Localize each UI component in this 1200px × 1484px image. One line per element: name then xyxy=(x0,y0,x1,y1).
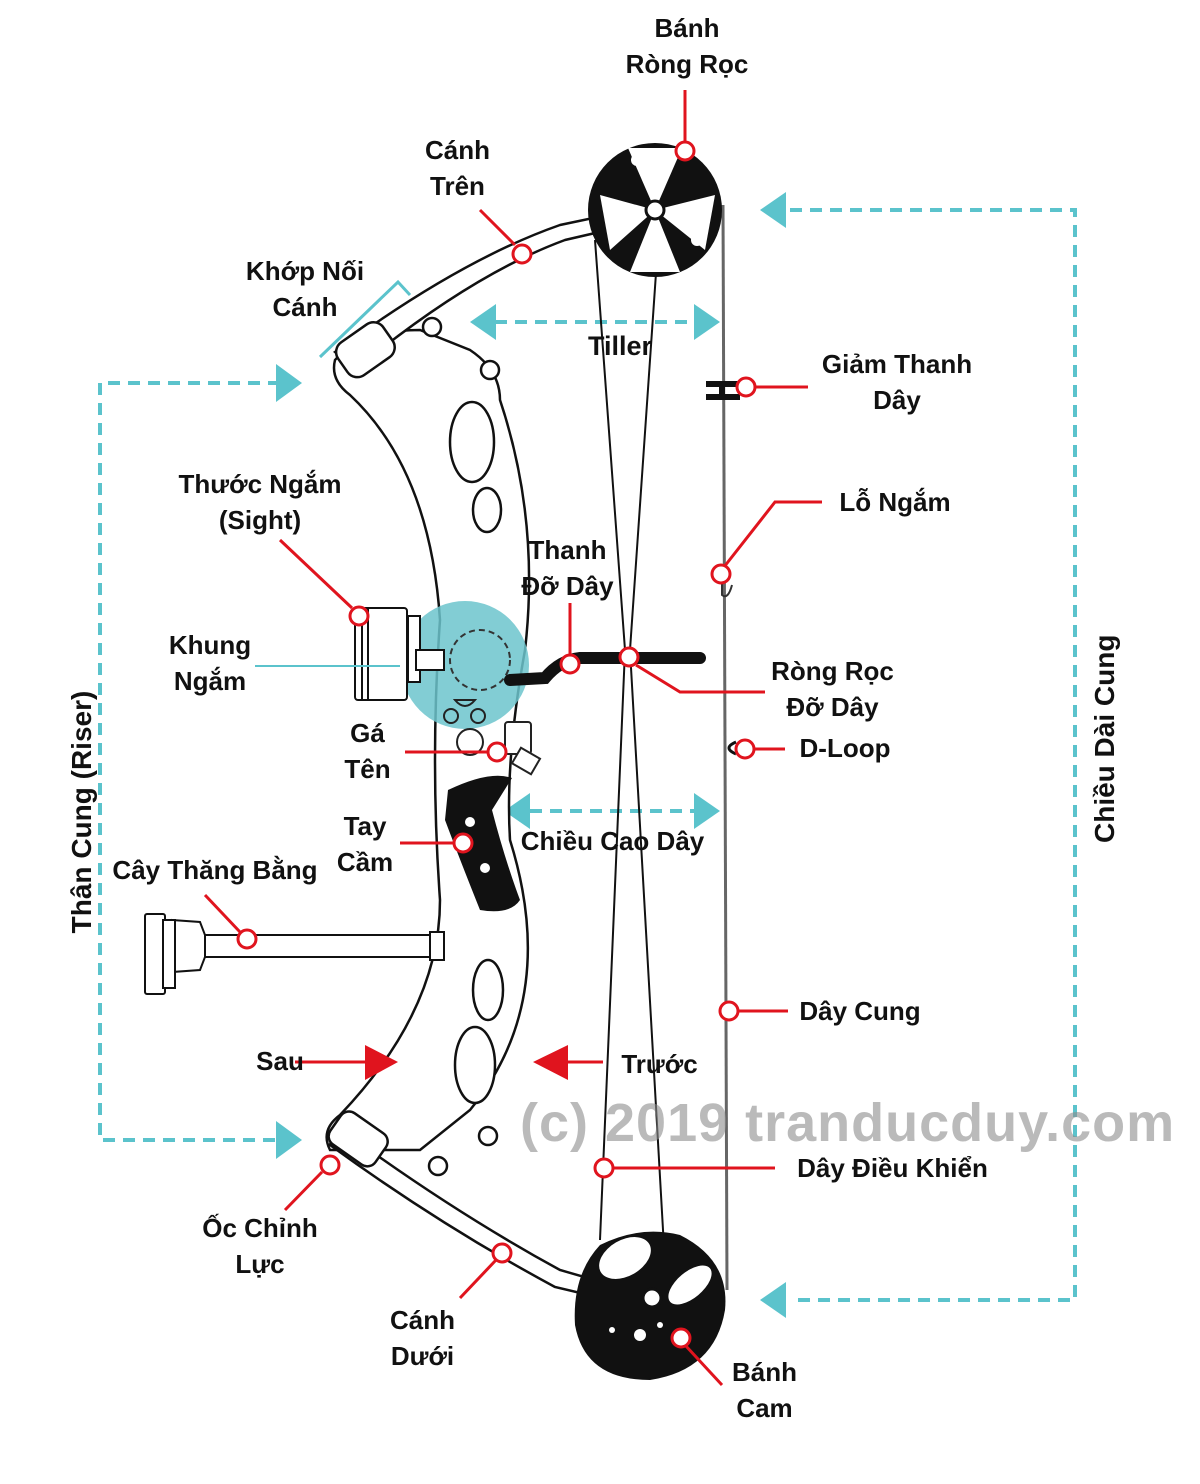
watermark: (c) 2019 tranducduy.com xyxy=(520,1093,1176,1153)
front-arrowhead xyxy=(533,1045,568,1080)
riser-top-arrowhead xyxy=(276,364,302,402)
arrow-rest xyxy=(456,721,542,776)
label-tiller: Tiller xyxy=(587,331,653,361)
label-cable-slide: Ròng Rọc Đỡ Dây xyxy=(771,656,894,722)
d-loop xyxy=(727,740,737,756)
axle-top-arrowhead xyxy=(760,192,786,228)
stabilizer xyxy=(144,913,445,995)
label-grip: Tay Cầm xyxy=(336,811,394,877)
label-limb-pocket: Khớp Nối Cánh xyxy=(245,256,365,322)
peep-sight xyxy=(721,578,733,598)
label-d-loop: D-Loop xyxy=(799,733,891,763)
label-idler-wheel: Bánh Ròng Rọc xyxy=(625,13,749,79)
riser xyxy=(325,316,531,1177)
label-string-silencer: Giảm Thanh Dây xyxy=(821,349,973,415)
string-silencer xyxy=(706,381,740,400)
grip xyxy=(445,775,520,912)
cable-guard xyxy=(504,652,706,686)
riser-bottom-arrowhead xyxy=(276,1121,302,1159)
label-stabilizer: Cây Thăng Bằng xyxy=(112,855,318,885)
marker-limb-bolt xyxy=(319,1154,341,1176)
marker-arrow-rest xyxy=(486,741,508,763)
marker-upper-limb xyxy=(511,243,533,265)
marker-stabilizer xyxy=(236,928,258,950)
label-peep-sight: Lỗ Ngắm xyxy=(839,487,951,517)
marker-buss-cable xyxy=(593,1157,615,1179)
label-brace-height: Chiều Cao Dây xyxy=(520,826,705,856)
label-buss-cable: Dây Điều Khiển xyxy=(797,1153,988,1183)
marker-bowstring xyxy=(718,1000,740,1022)
marker-cam xyxy=(670,1327,692,1349)
marker-peep-sight xyxy=(710,563,732,585)
marker-idler-wheel xyxy=(674,140,696,162)
back-arrowhead xyxy=(365,1045,398,1080)
label-cam: Bánh Cam xyxy=(732,1357,797,1423)
label-front: Trước xyxy=(621,1049,698,1079)
marker-cable-guard xyxy=(559,653,581,675)
limb-pocket-bracket xyxy=(318,279,412,359)
marker-d-loop xyxy=(734,738,756,760)
label-limb-bolt: Ốc Chỉnh Lực xyxy=(202,1213,318,1279)
label-axle-to-axle: Chiều Dài Cung xyxy=(1089,634,1120,843)
riser-dimension xyxy=(98,381,280,1142)
sight-window-highlight xyxy=(401,601,529,729)
label-arrow-rest: Gá Tên xyxy=(344,718,391,784)
callout-lines xyxy=(203,90,822,1387)
sight-mount xyxy=(449,629,511,691)
marker-grip xyxy=(452,832,474,854)
idler-wheel xyxy=(588,143,722,277)
marker-string-silencer xyxy=(735,376,757,398)
axle-bottom-arrowhead xyxy=(760,1282,786,1318)
tiller-dimension xyxy=(470,304,720,340)
label-riser: Thân Cung (Riser) xyxy=(66,690,97,934)
axle-length-dimension xyxy=(790,208,1077,1302)
callout-markers xyxy=(236,140,757,1349)
label-sight: Thước Ngắm (Sight) xyxy=(178,469,342,535)
label-back: Sau xyxy=(256,1046,304,1076)
brace-height-dimension xyxy=(504,793,720,829)
marker-sight xyxy=(348,605,370,627)
label-lower-limb: Cánh Dưới xyxy=(390,1305,455,1371)
label-sight-window: Khung Ngắm xyxy=(168,630,252,696)
label-cable-guard: Thanh Đỡ Dây xyxy=(521,535,614,601)
cam xyxy=(574,1231,726,1380)
marker-lower-limb xyxy=(491,1242,513,1264)
marker-cable-slide xyxy=(618,646,640,668)
label-bowstring: Dây Cung xyxy=(799,996,921,1026)
label-upper-limb: Cánh Trên xyxy=(425,135,490,201)
